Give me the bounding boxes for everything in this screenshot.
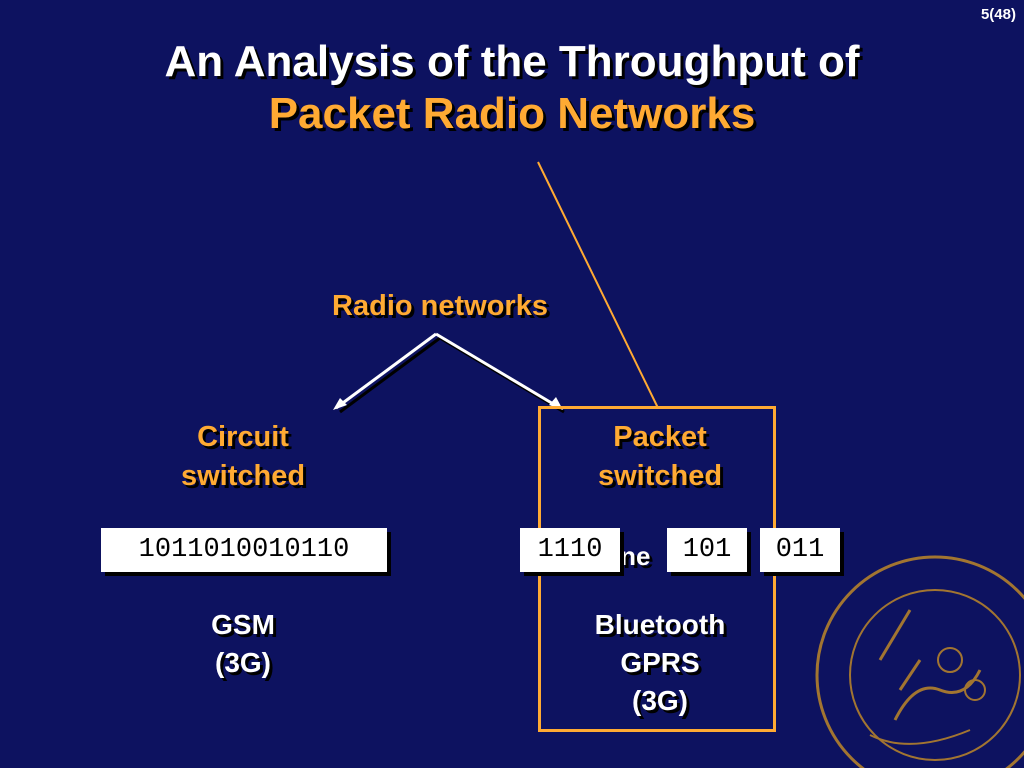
university-seal-icon xyxy=(815,555,1024,768)
circuit-examples: GSM (3G) xyxy=(143,606,343,682)
packet-label-line-2: switched xyxy=(597,460,723,492)
arrow-to-packet xyxy=(435,332,561,410)
circuit-example-1: GSM xyxy=(211,609,275,640)
packet-example-2: GPRS xyxy=(620,647,700,678)
circuit-example-2: (3G) xyxy=(215,647,271,678)
packet-bits-3: 011 xyxy=(760,528,840,572)
slide-title: An Analysis of the Throughput of Packet … xyxy=(0,36,1024,140)
page-number: 5(48) xyxy=(980,6,1016,23)
title-line-2: Packet Radio Networks xyxy=(268,89,756,138)
packet-examples: Bluetooth GPRS (3G) xyxy=(540,606,780,720)
title-line-1: An Analysis of the Throughput of xyxy=(164,37,860,86)
packet-example-3: (3G) xyxy=(632,685,688,716)
packet-bits-1: 1110 xyxy=(520,528,620,572)
circuit-label-line-2: switched xyxy=(180,460,306,492)
circuit-bitstream: 1011010010110 xyxy=(101,528,387,572)
radio-networks-label: Radio networks xyxy=(332,290,548,322)
arrow-to-circuit xyxy=(335,332,437,410)
packet-label-line-1: Packet xyxy=(613,421,707,453)
packet-switched-label: Packet switched xyxy=(560,418,760,496)
circuit-switched-label: Circuit switched xyxy=(143,418,343,496)
title-pointer-line xyxy=(537,161,659,409)
packet-example-1: Bluetooth xyxy=(594,609,726,640)
circuit-label-line-1: Circuit xyxy=(197,421,289,453)
packet-bits-2: 101 xyxy=(667,528,747,572)
